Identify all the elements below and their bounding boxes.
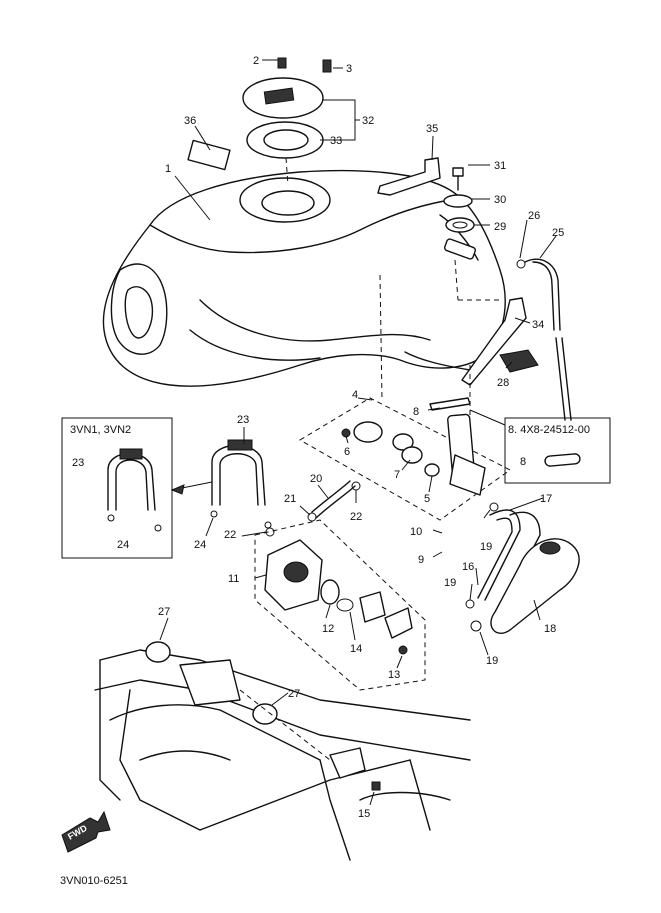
callout-14: 14	[350, 643, 362, 655]
callout-34: 34	[532, 319, 544, 331]
callout-27a: 27	[158, 606, 170, 618]
callout-27b: 27	[288, 688, 300, 700]
forward-arrow-icon: FWD	[61, 810, 111, 853]
vacuum-hose	[307, 480, 361, 522]
callout-28: 28	[497, 377, 509, 389]
part-note-text: 8. 4X8-24512-00	[508, 424, 590, 436]
callout-32: 32	[362, 115, 374, 127]
rubber-damper	[499, 349, 539, 373]
variant-inset: 3VN1, 3VN2 23 24	[61, 417, 213, 559]
fuel-cap-assembly	[242, 57, 332, 186]
callout-36: 36	[184, 115, 196, 127]
callout-15: 15	[358, 808, 370, 820]
callout-4: 4	[352, 389, 358, 401]
callout-19c: 19	[486, 655, 498, 667]
callout-9: 9	[418, 554, 424, 566]
callout-26: 26	[528, 210, 540, 222]
callout-13: 13	[388, 669, 400, 681]
callout-1: 1	[165, 163, 171, 175]
fuel-pump-assembly	[254, 519, 426, 691]
part-note-box: 8. 4X8-24512-00 8	[469, 409, 611, 484]
callout-22b: 22	[224, 529, 236, 541]
fuel-cock-assembly	[299, 397, 511, 521]
callout-2: 2	[253, 55, 259, 67]
callout-25: 25	[552, 227, 564, 239]
callout-10: 10	[410, 526, 422, 538]
callout-3: 3	[346, 63, 352, 75]
callout-19b: 19	[444, 577, 456, 589]
callout-numbers: 1 2 3 4 5 6 7 8 9 10 11 12 13 14 15 16 1…	[158, 55, 564, 820]
tank-bracket-rear	[377, 157, 441, 196]
leader-lines	[159, 59, 557, 806]
alignment-lines	[379, 259, 500, 420]
callout-22a: 22	[350, 511, 362, 523]
callout-12: 12	[322, 623, 334, 635]
callout-8: 8	[413, 406, 419, 418]
callout-7: 7	[394, 469, 400, 481]
callout-6: 6	[344, 446, 350, 458]
callout-5: 5	[424, 493, 430, 505]
callout-33: 33	[330, 135, 342, 147]
fuel-hoses	[465, 502, 580, 634]
inset-title: 3VN1, 3VN2	[70, 424, 131, 436]
part-note-gasket-label: 8	[520, 456, 526, 468]
tank-mount-hardware	[443, 167, 475, 233]
callout-23: 23	[237, 414, 249, 426]
callout-11: 11	[228, 573, 239, 585]
breather-hose	[516, 258, 572, 421]
inset-hose-label: 23	[72, 457, 84, 469]
warning-label	[187, 139, 231, 171]
drain-hose	[210, 439, 272, 529]
callout-21: 21	[284, 493, 296, 505]
callout-20: 20	[310, 473, 322, 485]
frame	[94, 641, 471, 861]
callout-35: 35	[426, 123, 438, 135]
callout-29: 29	[494, 221, 506, 233]
callout-24: 24	[194, 539, 206, 551]
callout-31: 31	[494, 160, 506, 172]
diagram-code: 3VN010-6251	[60, 875, 128, 887]
callout-17: 17	[540, 493, 552, 505]
inset-clip-label: 24	[117, 539, 129, 551]
callout-19a: 19	[480, 541, 492, 553]
callout-30: 30	[494, 194, 506, 206]
callout-18: 18	[544, 623, 556, 635]
callout-16: 16	[462, 561, 474, 573]
fuel-tank	[102, 169, 506, 387]
